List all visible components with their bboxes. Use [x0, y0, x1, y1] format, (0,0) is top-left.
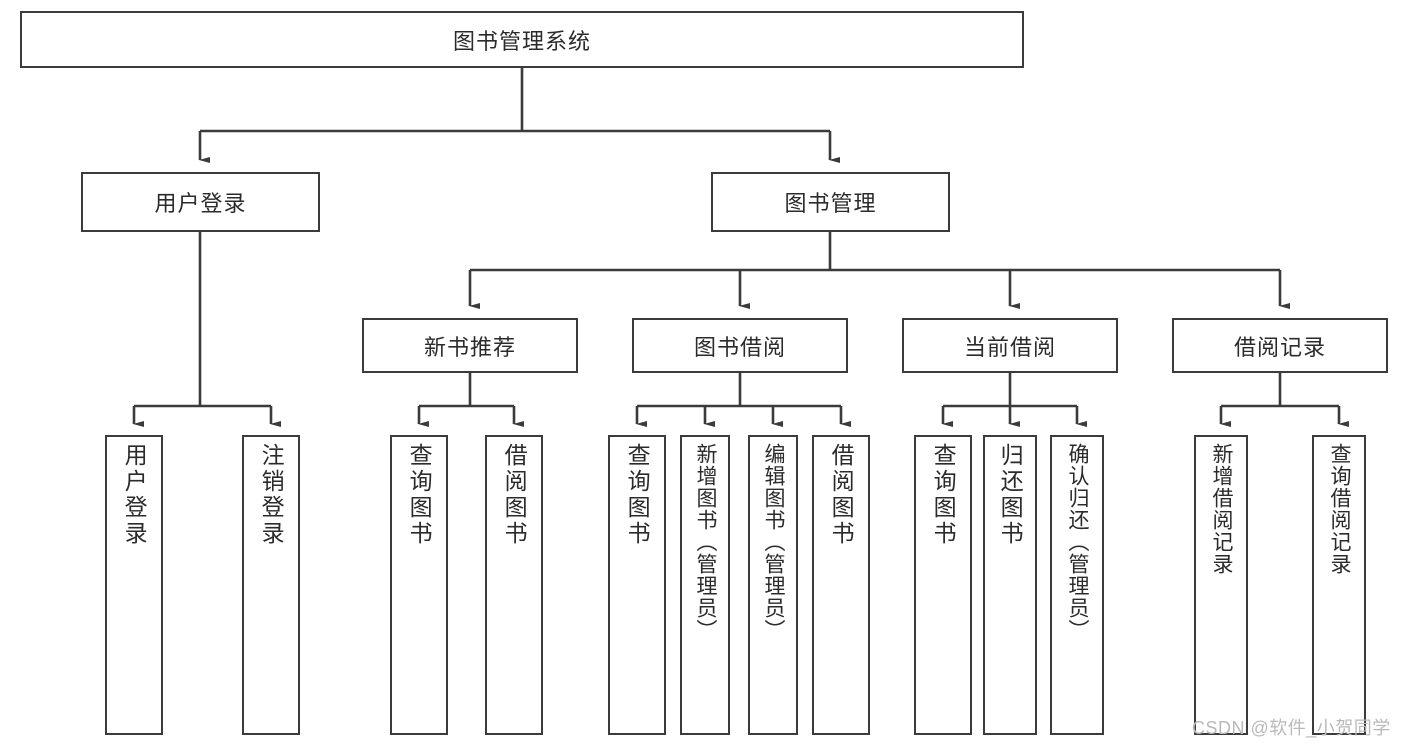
node-user-login[interactable]: 用户登录 [81, 172, 320, 232]
leaf-borrow-borrow-book[interactable]: 借阅图书 [812, 435, 870, 735]
leaf-borrow-add-book-admin[interactable]: 新增图书（管理员） [680, 435, 730, 735]
leaf-user-login-logout[interactable]: 注销登录 [242, 435, 300, 735]
leaf-recommend-query-book[interactable]: 查询图书 [390, 435, 448, 735]
leaf-current-query-book[interactable]: 查询图书 [914, 435, 972, 735]
leaf-record-add-record[interactable]: 新增借阅记录 [1194, 435, 1248, 735]
node-new-book-recommend[interactable]: 新书推荐 [362, 318, 578, 373]
leaf-recommend-borrow-book[interactable]: 借阅图书 [485, 435, 543, 735]
leaf-current-confirm-return-admin[interactable]: 确认归还（管理员） [1050, 435, 1104, 735]
leaf-borrow-query-book[interactable]: 查询图书 [608, 435, 666, 735]
node-current-borrow[interactable]: 当前借阅 [902, 318, 1118, 373]
leaf-borrow-edit-book-admin[interactable]: 编辑图书（管理员） [748, 435, 798, 735]
leaf-current-return-book[interactable]: 归还图书 [983, 435, 1037, 735]
leaf-user-login-login[interactable]: 用户登录 [105, 435, 163, 735]
leaf-record-query-record[interactable]: 查询借阅记录 [1312, 435, 1366, 735]
node-borrow-record[interactable]: 借阅记录 [1172, 318, 1388, 373]
node-root-system[interactable]: 图书管理系统 [20, 11, 1024, 68]
node-book-borrow[interactable]: 图书借阅 [632, 318, 848, 373]
csdn-watermark: CSDN @软件_小贺同学 [1192, 718, 1391, 738]
node-book-management[interactable]: 图书管理 [711, 172, 950, 232]
